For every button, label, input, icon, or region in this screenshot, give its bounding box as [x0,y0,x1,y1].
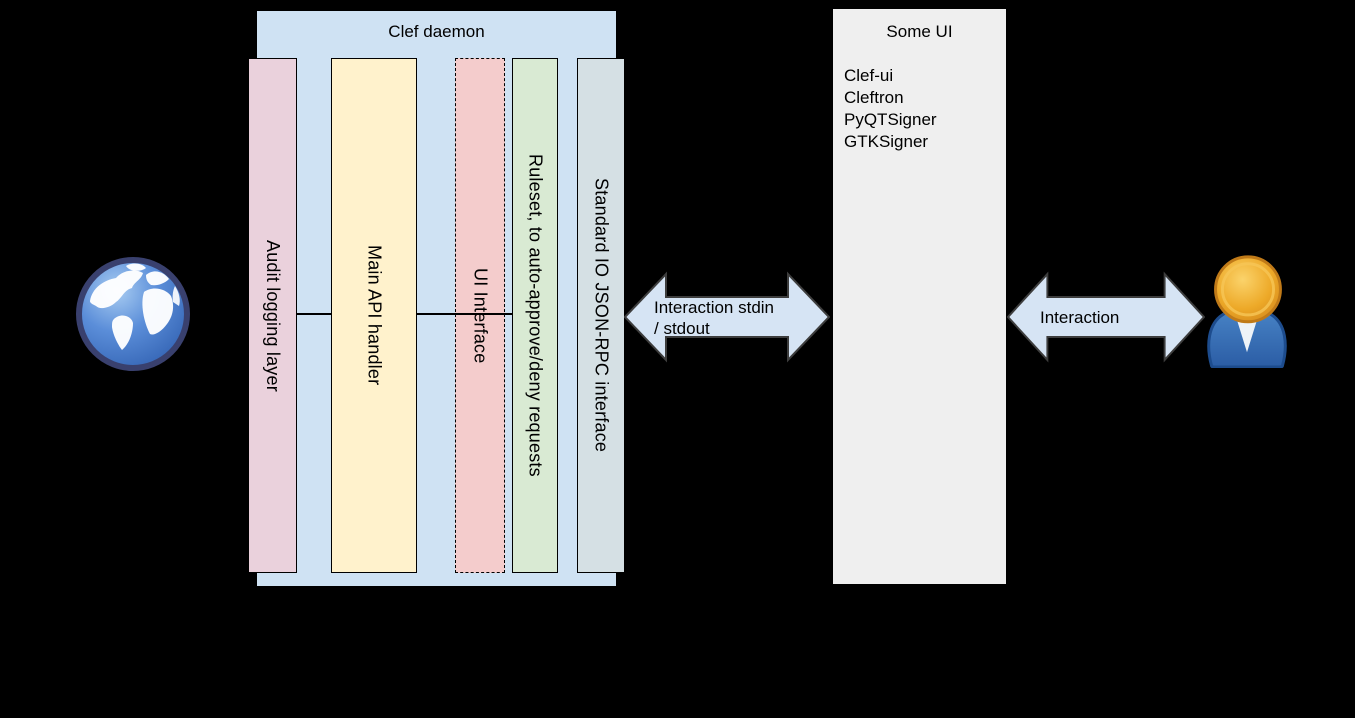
some-ui-box: Some UI Clef-ui Cleftron PyQTSigner GTKS… [832,8,1007,585]
some-ui-item: PyQTSigner [844,110,937,129]
ui-interface-label: UI Interface [470,267,491,364]
clef-daemon-box: Clef daemon [256,10,617,587]
main-api-handler-bar: Main API handler [331,58,417,573]
interaction-arrow [1007,271,1205,363]
stdio-jsonrpc-interface-bar: Standard IO JSON-RPC interface [577,58,625,573]
user-icon [1207,255,1287,368]
ruleset-label: Ruleset, to auto-approve/deny requests [525,154,546,477]
interaction-arrow-label: Interaction [1040,308,1120,327]
audit-logging-layer-bar: Audit logging layer [248,58,297,573]
clef-daemon-title: Clef daemon [388,22,485,41]
some-ui-item: Clef-ui [844,66,894,85]
stdin-stdout-arrow-label-line1: Interaction stdin [654,298,775,317]
audit-logging-layer-label: Audit logging layer [263,239,283,392]
some-ui-item: Cleftron [844,88,904,107]
globe-icon [76,257,190,371]
stdin-stdout-arrow-label-line2: / stdout [654,319,710,338]
stdin-stdout-arrow [624,271,830,363]
ruleset-bar: Ruleset, to auto-approve/deny requests [512,58,558,573]
some-ui-title: Some UI [886,22,953,41]
stdio-jsonrpc-interface-label: Standard IO JSON-RPC interface [591,178,612,453]
some-ui-list: Clef-ui Cleftron PyQTSigner GTKSigner [833,65,1006,153]
main-api-handler-label: Main API handler [364,245,385,386]
ui-interface-bar: UI Interface [455,58,505,573]
some-ui-item: GTKSigner [844,132,929,151]
stdin-stdout-arrow-label: Interaction stdin / stdout [654,297,774,339]
